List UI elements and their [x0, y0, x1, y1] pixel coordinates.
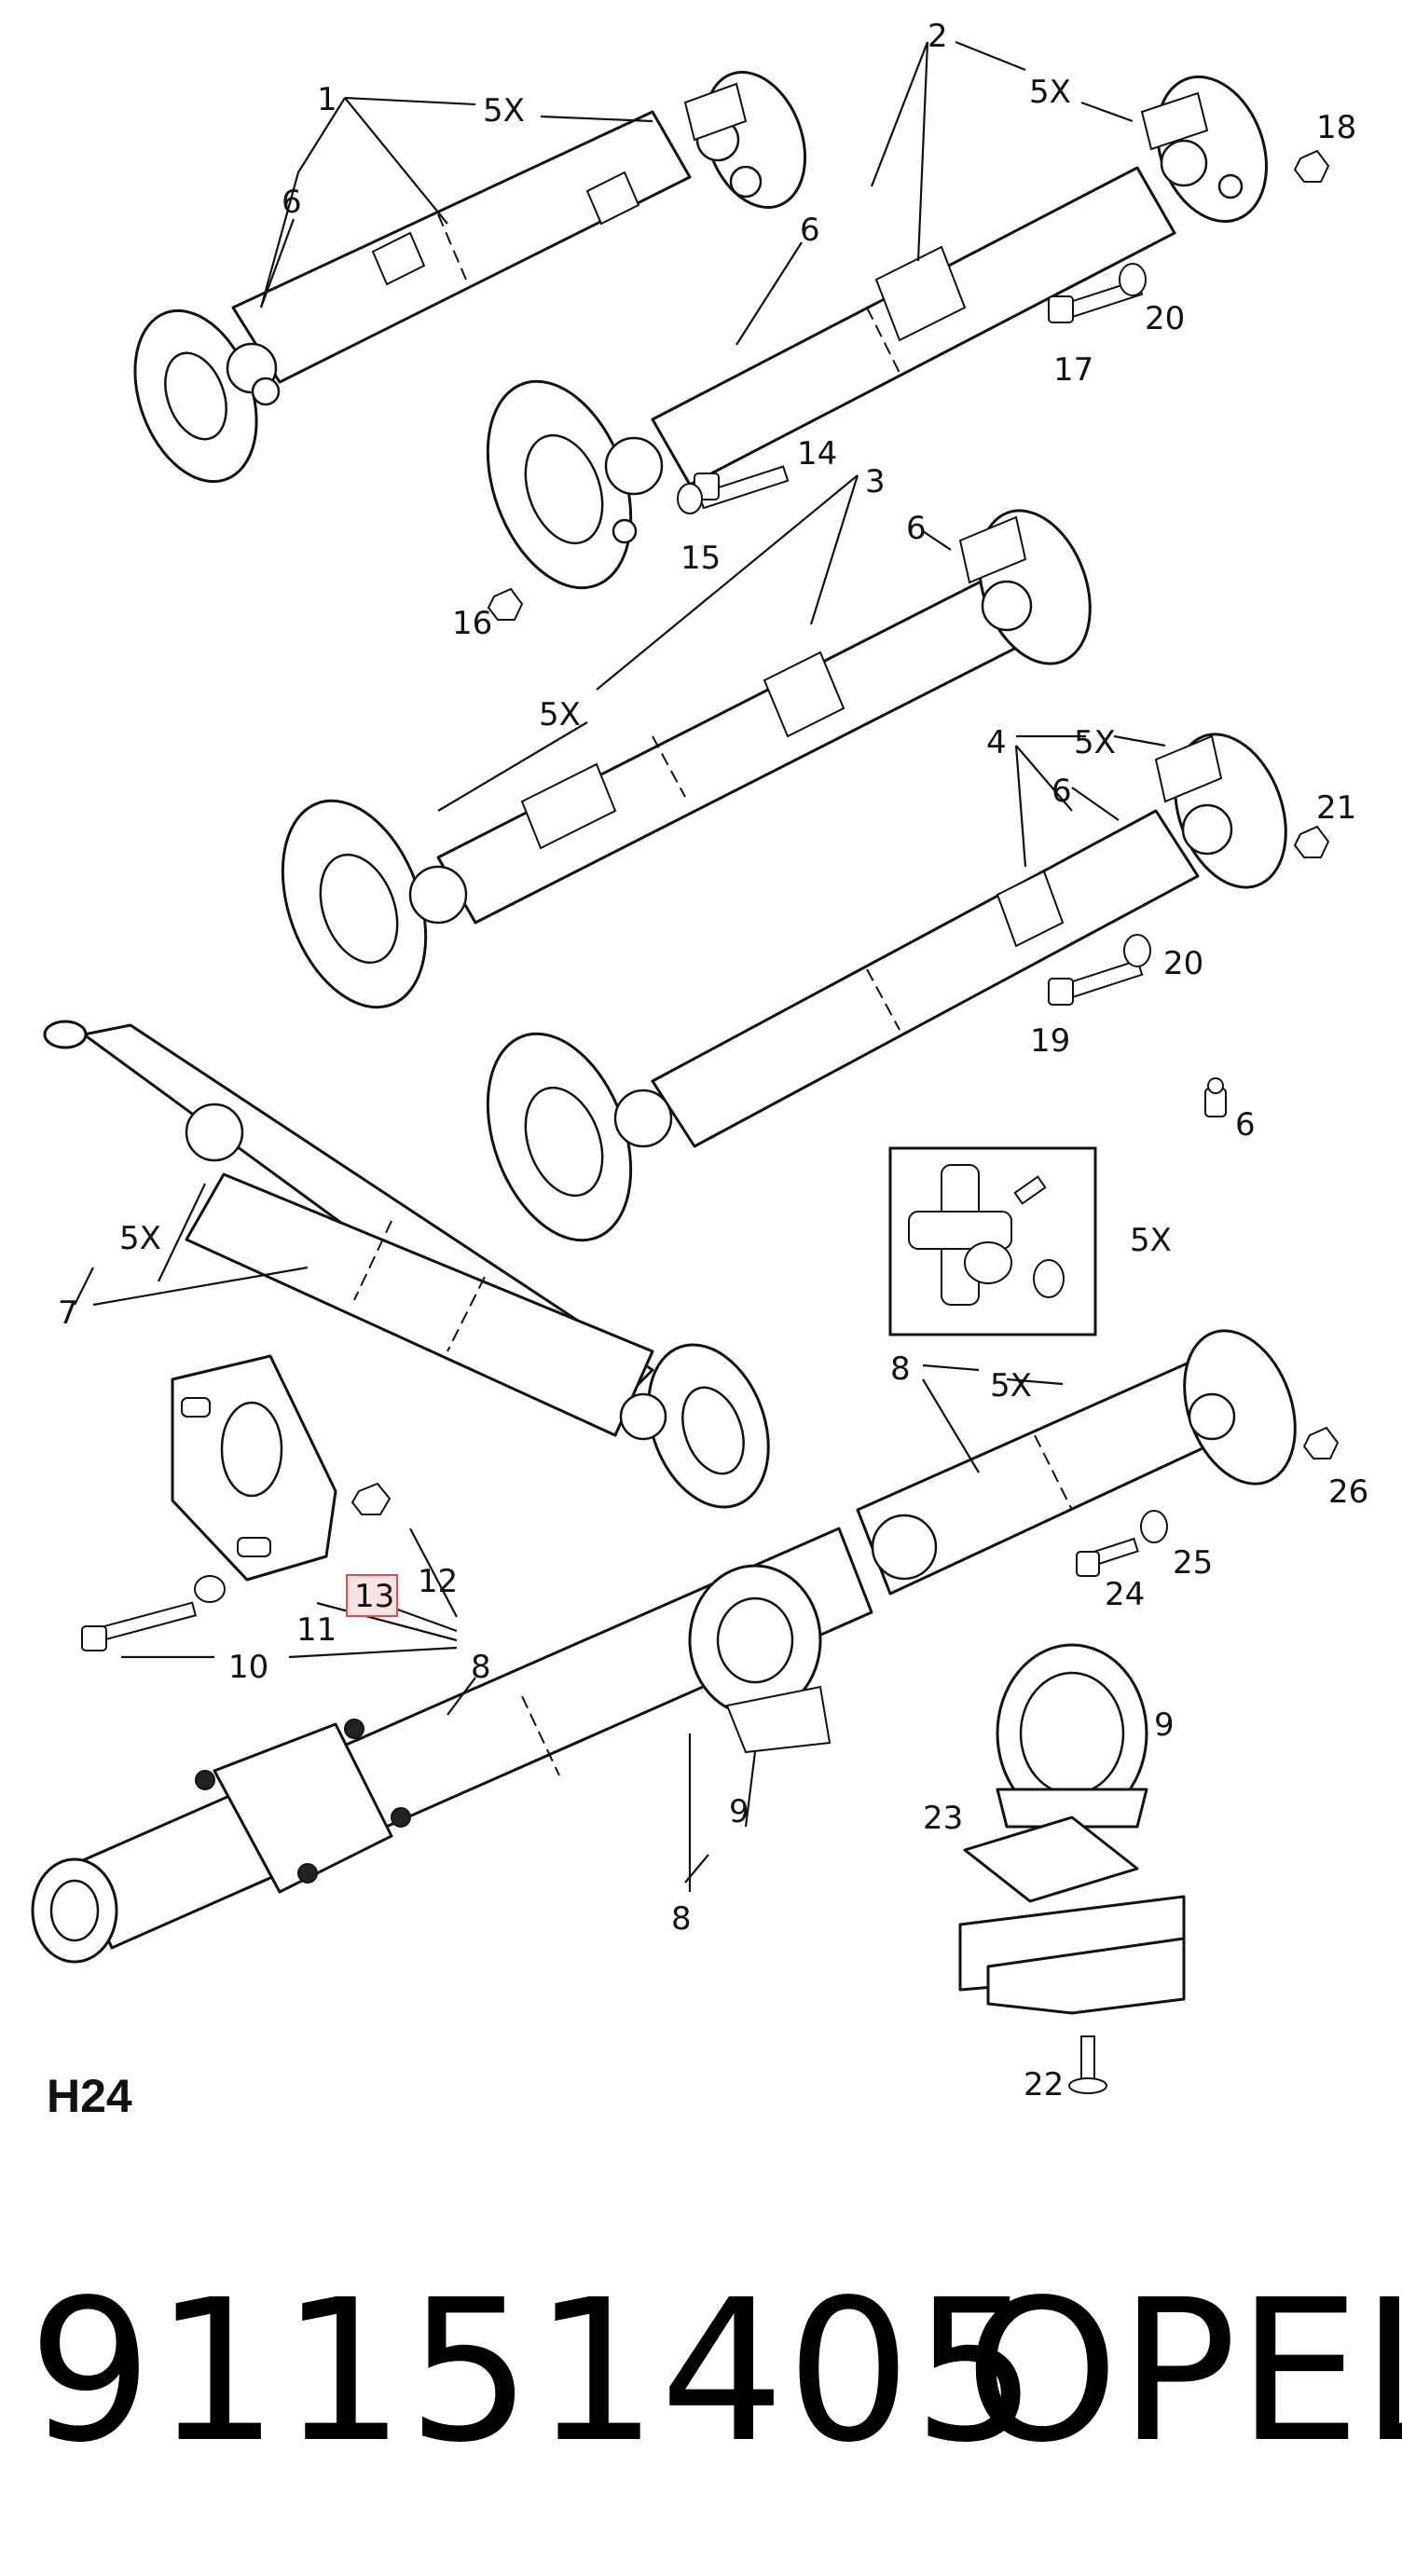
callout-2: 2 — [928, 18, 948, 55]
callout-6: 6 — [282, 184, 302, 221]
flexible-coupling-disc — [81, 1354, 392, 1651]
diagram-code-label: H24 — [47, 2070, 132, 2122]
grease-nipple — [1204, 1077, 1227, 1117]
propeller-shaft-1 — [133, 70, 807, 484]
mounting-bracket — [958, 1816, 1186, 2015]
propeller-shaft-7 — [43, 1020, 770, 1509]
callout-22: 22 — [1024, 2066, 1064, 2103]
callout-5x: 5X — [483, 92, 525, 130]
callout-4: 4 — [986, 724, 1007, 761]
callout-5x: 5X — [990, 1367, 1032, 1404]
callout-16: 16 — [452, 605, 492, 642]
leader-lines — [74, 40, 1166, 1892]
callout-9: 9 — [729, 1793, 749, 1830]
bolt-22 — [1068, 2035, 1107, 2094]
callout-7: 7 — [58, 1295, 78, 1332]
callout-1: 1 — [317, 81, 337, 118]
callout-3: 3 — [865, 463, 886, 500]
callout-11: 11 — [296, 1611, 337, 1649]
universal-joint-kit — [888, 1146, 1097, 1336]
callout-24: 24 — [1105, 1576, 1145, 1613]
callout-5x: 5X — [1074, 724, 1116, 761]
callout-12: 12 — [418, 1563, 458, 1600]
callout-13: 13 — [354, 1578, 394, 1615]
highlight-box — [346, 1574, 398, 1617]
callout-6: 6 — [906, 510, 927, 547]
callout-8: 8 — [671, 1900, 692, 1938]
center-bearing — [996, 1643, 1148, 1829]
brand-name: OPEL — [965, 2257, 1402, 2486]
callout-17: 17 — [1053, 351, 1093, 389]
callout-15: 15 — [680, 540, 721, 577]
propeller-shaft-4 — [486, 733, 1287, 1242]
callout-6: 6 — [1052, 773, 1072, 810]
callout-5x: 5X — [119, 1220, 161, 1257]
callout-14: 14 — [797, 435, 837, 473]
propeller-shaft-2 — [486, 75, 1268, 590]
callout-21: 21 — [1316, 789, 1356, 827]
bolts-and-nuts — [487, 149, 1340, 1577]
callout-6: 6 — [1235, 1106, 1256, 1144]
callout-26: 26 — [1328, 1473, 1368, 1511]
callout-18: 18 — [1316, 109, 1356, 146]
callout-20: 20 — [1163, 945, 1203, 982]
callout-5x: 5X — [539, 696, 581, 733]
callout-5x: 5X — [1029, 74, 1071, 111]
propeller-shaft-3 — [281, 509, 1092, 1009]
callout-labels: 1 5X 6 2 5X 18 6 20 17 14 3 6 15 16 5X 4… — [58, 18, 1368, 2103]
callout-9: 9 — [1154, 1706, 1175, 1744]
callout-19: 19 — [1030, 1022, 1070, 1060]
propeller-shaft-8 — [31, 1329, 1297, 1964]
callout-8: 8 — [890, 1350, 911, 1388]
callout-25: 25 — [1173, 1544, 1213, 1582]
callout-5x: 5X — [1130, 1222, 1172, 1259]
callout-8: 8 — [471, 1649, 491, 1686]
callout-6: 6 — [800, 212, 820, 249]
callout-20: 20 — [1145, 300, 1185, 337]
callout-23: 23 — [923, 1800, 963, 1837]
part-number: 91151405 — [28, 2257, 1039, 2486]
callout-10: 10 — [228, 1649, 268, 1686]
